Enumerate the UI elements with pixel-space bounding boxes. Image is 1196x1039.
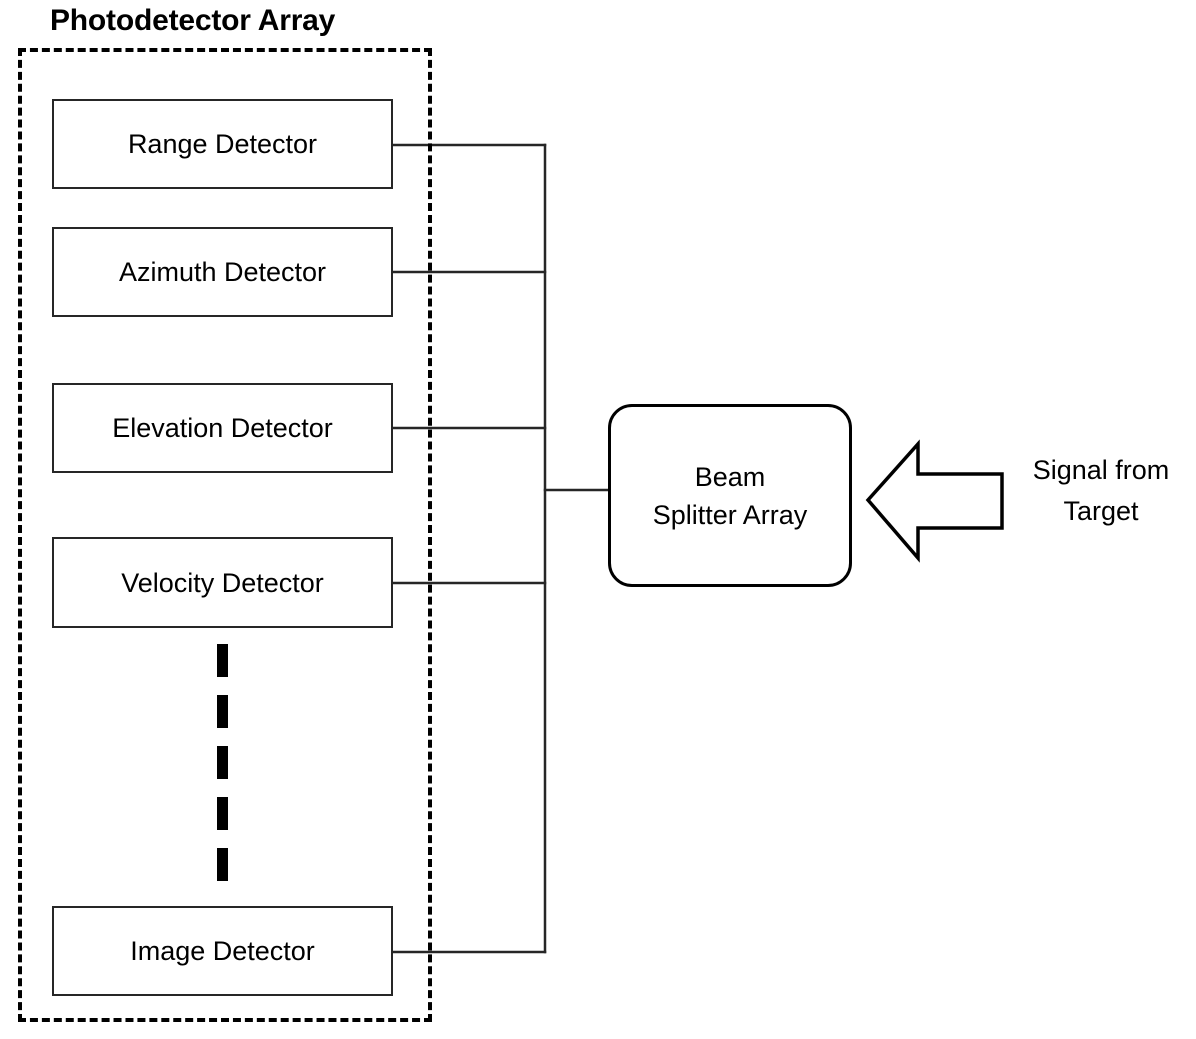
detector-label: Azimuth Detector (118, 257, 327, 287)
signal-from-target-label: Signal from Target (1008, 450, 1194, 532)
ellipsis-dash (217, 746, 228, 779)
signal-label-line2: Target (1063, 496, 1139, 526)
block-arrow-left-icon (865, 439, 1004, 563)
beam-splitter-label-line1: Beam (694, 461, 766, 492)
ellipsis-dash (217, 797, 228, 830)
detector-label: Image Detector (130, 936, 315, 966)
detector-box-velocity[interactable]: Velocity Detector (52, 537, 393, 628)
ellipsis-dash (217, 644, 228, 677)
detector-box-image[interactable]: Image Detector (52, 906, 393, 996)
beam-splitter-array-box[interactable]: Beam Splitter Array (608, 404, 852, 587)
beam-splitter-label-line2: Splitter Array (652, 499, 808, 530)
signal-label-line1: Signal from (1032, 455, 1170, 485)
ellipsis-dash (217, 848, 228, 881)
detector-box-elevation[interactable]: Elevation Detector (52, 383, 393, 473)
detector-label: Elevation Detector (112, 413, 333, 443)
detector-box-azimuth[interactable]: Azimuth Detector (52, 227, 393, 317)
ellipsis-dash (217, 695, 228, 728)
detector-label: Velocity Detector (121, 567, 324, 598)
detector-box-range[interactable]: Range Detector (52, 99, 393, 189)
vertical-ellipsis-icon (217, 644, 228, 882)
detector-label: Range Detector (127, 129, 318, 159)
photodetector-array-group (18, 48, 432, 1022)
page-title: Photodetector Array (50, 4, 336, 37)
